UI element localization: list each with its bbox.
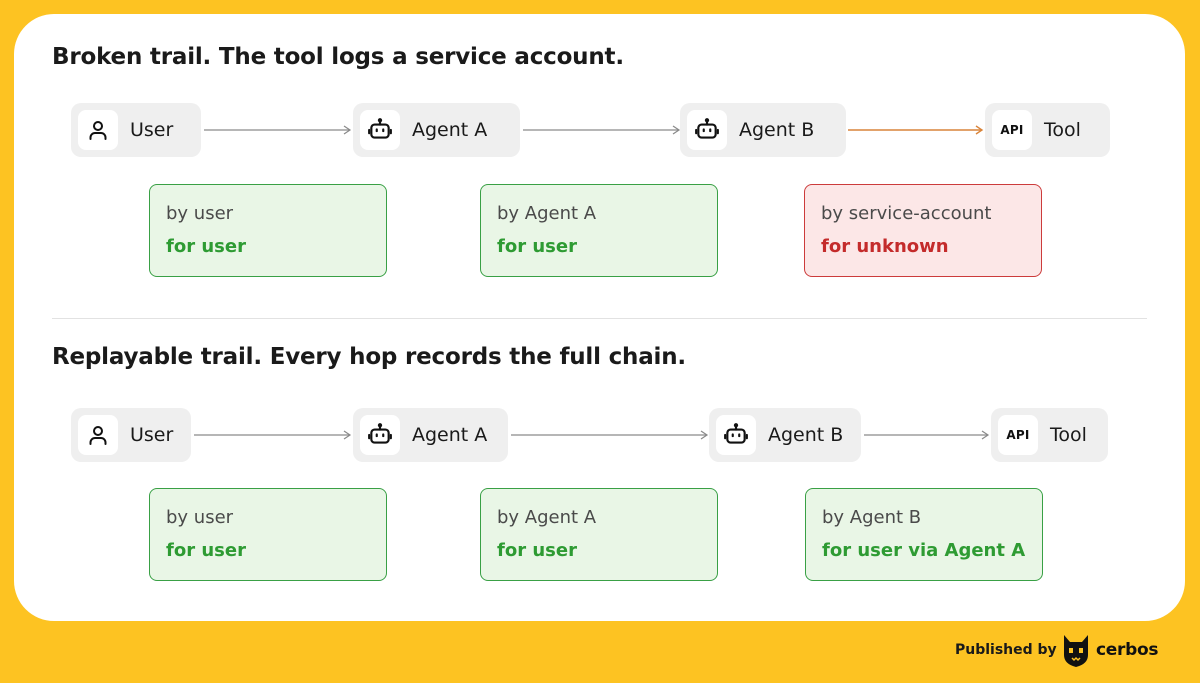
log-by: by Agent A bbox=[497, 507, 597, 528]
log-box-user: by user for user bbox=[149, 184, 387, 277]
node-agent-a: Agent A bbox=[353, 408, 508, 462]
section-divider bbox=[52, 318, 1147, 319]
node-label: User bbox=[130, 424, 174, 446]
api-icon: API bbox=[992, 110, 1032, 150]
node-label: Agent A bbox=[412, 424, 488, 446]
node-user: User bbox=[71, 103, 201, 157]
published-by-label: Published by bbox=[955, 642, 1057, 658]
log-for: for user via Agent A bbox=[822, 540, 1026, 561]
log-by: by user bbox=[166, 203, 234, 224]
node-label: Agent A bbox=[412, 119, 488, 141]
node-label: User bbox=[130, 119, 174, 141]
section-title-broken-trail: Broken trail. The tool logs a service ac… bbox=[52, 44, 624, 70]
node-user: User bbox=[71, 408, 191, 462]
node-label: Tool bbox=[1044, 119, 1081, 141]
edge-agent-b-to-tool-highlight bbox=[848, 125, 984, 135]
log-box-agent-b: by Agent B for user via Agent A bbox=[805, 488, 1043, 581]
log-box-agent-a: by Agent A for user bbox=[480, 184, 718, 277]
node-agent-a: Agent A bbox=[353, 103, 520, 157]
edge-agent-a-to-agent-b bbox=[511, 430, 709, 440]
edge-user-to-agent-a bbox=[194, 430, 352, 440]
node-label: Agent B bbox=[768, 424, 844, 446]
node-agent-b: Agent B bbox=[709, 408, 861, 462]
node-tool: API Tool bbox=[985, 103, 1110, 157]
robot-icon bbox=[360, 415, 400, 455]
edge-user-to-agent-a bbox=[204, 125, 352, 135]
log-by: by user bbox=[166, 507, 234, 528]
log-by: by service-account bbox=[821, 203, 992, 224]
node-label: Tool bbox=[1050, 424, 1087, 446]
log-for: for user bbox=[497, 540, 577, 561]
log-by: by Agent A bbox=[497, 203, 597, 224]
log-by: by Agent B bbox=[822, 507, 922, 528]
log-for: for unknown bbox=[821, 236, 949, 257]
cerbos-logo-icon bbox=[1064, 635, 1088, 667]
cerbos-wordmark: cerbos bbox=[1096, 640, 1159, 660]
log-for: for user bbox=[166, 540, 246, 561]
edge-agent-a-to-agent-b bbox=[523, 125, 681, 135]
log-box-agent-a: by Agent A for user bbox=[480, 488, 718, 581]
log-box-user: by user for user bbox=[149, 488, 387, 581]
section-title-replayable-trail: Replayable trail. Every hop records the … bbox=[52, 344, 686, 370]
log-box-service-account: by service-account for unknown bbox=[804, 184, 1042, 277]
robot-icon bbox=[360, 110, 400, 150]
log-for: for user bbox=[497, 236, 577, 257]
node-tool: API Tool bbox=[991, 408, 1108, 462]
edge-agent-b-to-tool bbox=[864, 430, 990, 440]
node-label: Agent B bbox=[739, 119, 815, 141]
user-icon bbox=[78, 415, 118, 455]
node-agent-b: Agent B bbox=[680, 103, 846, 157]
robot-icon bbox=[687, 110, 727, 150]
robot-icon bbox=[716, 415, 756, 455]
user-icon bbox=[78, 110, 118, 150]
api-icon: API bbox=[998, 415, 1038, 455]
log-for: for user bbox=[166, 236, 246, 257]
